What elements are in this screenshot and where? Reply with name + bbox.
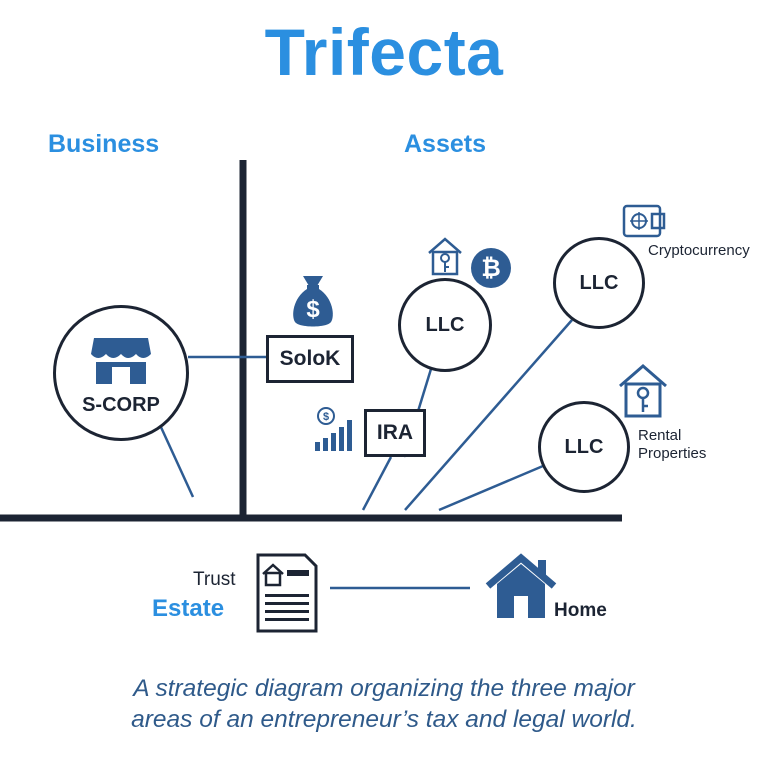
svg-text:$: $ bbox=[323, 411, 329, 423]
scorp-label: S-CORP bbox=[82, 393, 160, 416]
growth-chart-icon: $ bbox=[315, 407, 352, 451]
caption: A strategic diagram organizing the three… bbox=[0, 673, 768, 735]
estate-label: Estate bbox=[152, 595, 225, 622]
trust-label: Trust bbox=[193, 569, 236, 590]
llc-crypto-label: LLC bbox=[579, 271, 619, 294]
scorp-to-baseline-connector bbox=[158, 424, 195, 498]
solok-box: SoloK bbox=[266, 335, 354, 383]
svg-text:$: $ bbox=[306, 296, 320, 323]
money-bag-icon: $ bbox=[293, 276, 333, 327]
crypto-label: Cryptocurrency bbox=[648, 242, 750, 259]
caption-line1: A strategic diagram organizing the three… bbox=[133, 675, 635, 702]
ira-label: IRA bbox=[376, 421, 414, 444]
business-heading: Business bbox=[48, 130, 160, 158]
house-key-icon bbox=[428, 237, 462, 276]
llc-rental-connector bbox=[438, 464, 544, 512]
llc-rental-label: LLC bbox=[564, 435, 604, 458]
rental-house-icon bbox=[619, 364, 667, 418]
llc-rental-node: LLC bbox=[538, 401, 630, 493]
caption-line2: areas of an entrepreneur’s tax and legal… bbox=[131, 706, 637, 733]
ira-to-baseline-connector bbox=[361, 456, 393, 511]
home-label: Home bbox=[554, 600, 607, 621]
scorp-node: S-CORP bbox=[53, 305, 189, 441]
crypto-wallet-icon bbox=[622, 204, 666, 238]
llc-center-node: LLC bbox=[398, 278, 492, 372]
bitcoin-icon: ₿ bbox=[471, 248, 511, 288]
page-title: Trifecta bbox=[264, 15, 504, 89]
home-icon bbox=[485, 553, 557, 618]
rental-label-line2: Properties bbox=[638, 445, 707, 462]
llc-center-label: LLC bbox=[425, 313, 465, 336]
svg-text:₿: ₿ bbox=[481, 254, 501, 282]
ira-box: IRA bbox=[364, 409, 426, 457]
trust-document-icon bbox=[256, 553, 318, 633]
rental-label-line1: Rental bbox=[638, 427, 682, 444]
storefront-icon bbox=[91, 337, 151, 384]
assets-heading: Assets bbox=[404, 130, 486, 158]
solok-label: SoloK bbox=[279, 347, 341, 370]
llc-crypto-node: LLC bbox=[553, 237, 645, 329]
llc-crypto-connector bbox=[404, 319, 573, 511]
